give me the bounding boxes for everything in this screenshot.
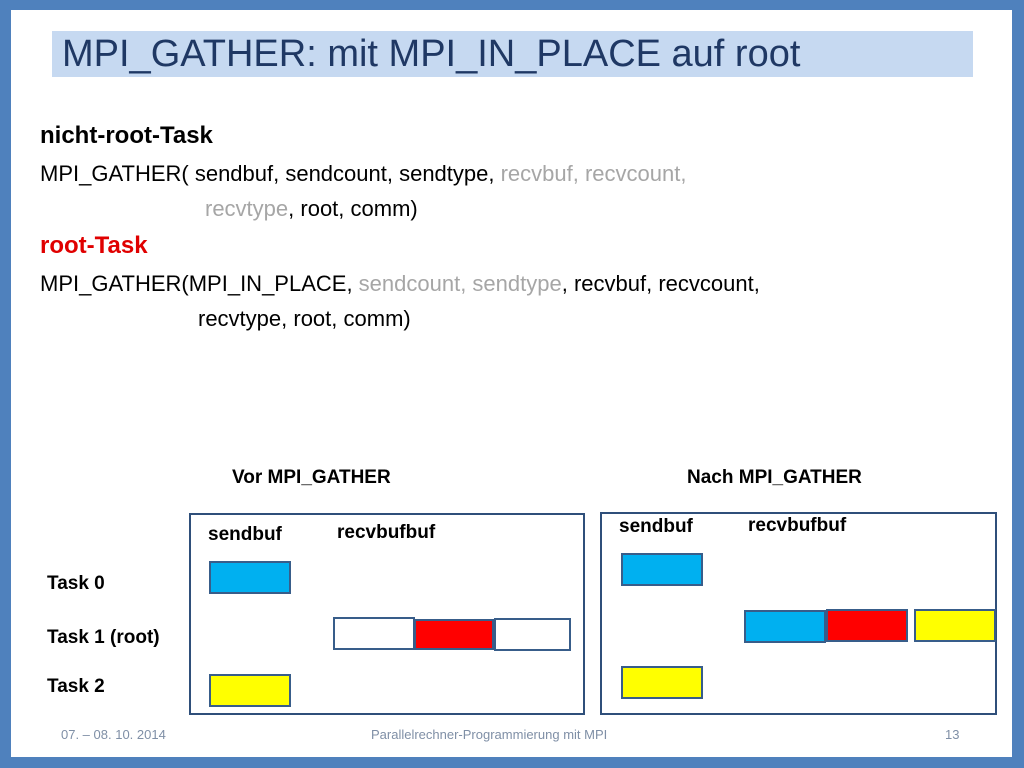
nonroot-args-grey: recvbuf, recvcount, bbox=[500, 161, 687, 186]
slide-title: MPI_GATHER: mit MPI_IN_PLACE auf root bbox=[62, 33, 801, 75]
after-recvbuf-label: recvbufbuf bbox=[748, 515, 847, 536]
root-args-black-a: MPI_GATHER(MPI_IN_PLACE, bbox=[40, 271, 359, 296]
nonroot-rest: , root, comm) bbox=[288, 196, 418, 221]
before-task2-sendbuf bbox=[209, 674, 291, 707]
before-task0-sendbuf bbox=[209, 561, 291, 594]
footer-page-number: 13 bbox=[945, 727, 960, 742]
task-label-1: Task 1 (root) bbox=[47, 627, 160, 648]
after-task0-sendbuf bbox=[621, 553, 703, 586]
after-panel bbox=[600, 512, 997, 715]
after-recvbuf-slot-2 bbox=[914, 609, 996, 642]
nonroot-args-black: MPI_GATHER( sendbuf, sendcount, sendtype… bbox=[40, 161, 501, 186]
after-recvbuf-slot-1 bbox=[826, 609, 908, 642]
nonroot-call-line2: recvtype, root, comm) bbox=[205, 196, 418, 222]
root-call-line1: MPI_GATHER(MPI_IN_PLACE, sendcount, send… bbox=[40, 271, 760, 297]
task-label-2: Task 2 bbox=[47, 676, 105, 697]
before-recvbuf-slot-2 bbox=[494, 618, 571, 651]
before-recvbuf-label: recvbufbuf bbox=[337, 522, 436, 543]
before-panel bbox=[189, 513, 585, 715]
root-args-grey: sendcount, sendtype bbox=[358, 271, 562, 296]
root-args-black-b: , recvbuf, recvcount, bbox=[561, 271, 760, 296]
root-call-line2: recvtype, root, comm) bbox=[198, 306, 411, 331]
footer-date: 07. – 08. 10. 2014 bbox=[61, 727, 166, 742]
after-title: Nach MPI_GATHER bbox=[687, 467, 862, 488]
after-recvbuf-slot-0 bbox=[744, 610, 826, 643]
after-task2-sendbuf bbox=[621, 666, 703, 699]
nonroot-recvtype-grey: recvtype bbox=[205, 196, 289, 221]
before-title: Vor MPI_GATHER bbox=[232, 467, 391, 488]
after-sendbuf-label: sendbuf bbox=[619, 516, 693, 537]
nonroot-heading: nicht-root-Task bbox=[40, 122, 213, 149]
task-label-0: Task 0 bbox=[47, 573, 105, 594]
title-bar: MPI_GATHER: mit MPI_IN_PLACE auf root bbox=[52, 31, 973, 77]
root-heading: root-Task bbox=[40, 232, 148, 259]
footer-course: Parallelrechner-Programmierung mit MPI bbox=[371, 727, 608, 742]
before-recvbuf-slot-1 bbox=[414, 619, 494, 650]
before-sendbuf-label: sendbuf bbox=[208, 524, 282, 545]
nonroot-call-line1: MPI_GATHER( sendbuf, sendcount, sendtype… bbox=[40, 161, 686, 187]
before-recvbuf-slot-0 bbox=[333, 617, 415, 650]
